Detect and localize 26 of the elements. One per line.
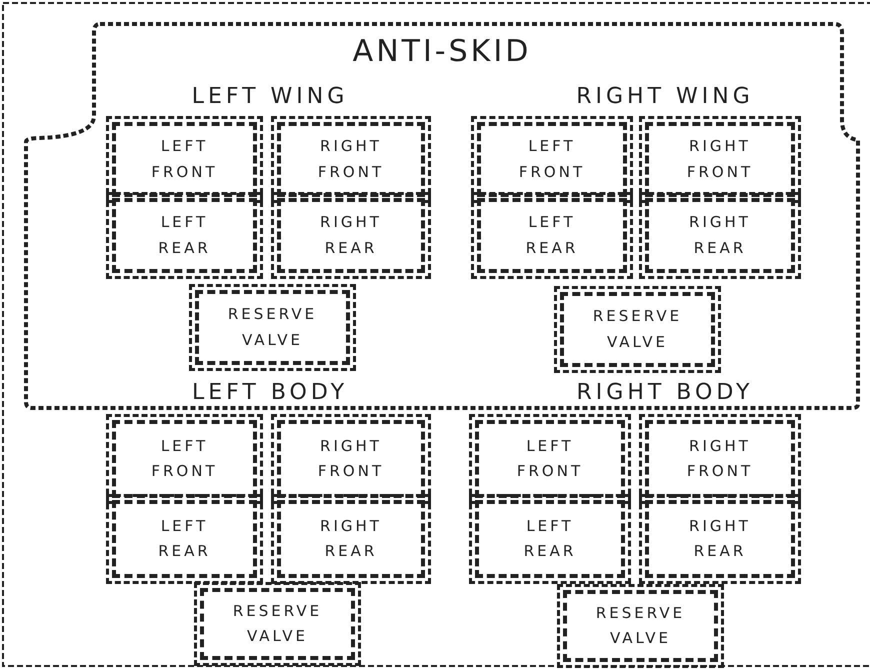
group-heading: LEFT BODY xyxy=(192,380,348,405)
box-label: RIGHT FRONT xyxy=(316,136,386,182)
group-heading: RIGHT WING xyxy=(576,84,754,109)
box-label: LEFT FRONT xyxy=(150,136,219,182)
box-label: LEFT FRONT xyxy=(516,436,584,482)
box-label: RESERVE VALVE xyxy=(232,600,324,647)
box-label: LEFT FRONT xyxy=(518,136,586,182)
group-heading: LEFT WING xyxy=(192,84,348,109)
box-label: RESERVE VALVE xyxy=(592,306,684,352)
box-label: RIGHT REAR xyxy=(688,212,752,258)
box-label: RIGHT FRONT xyxy=(686,136,754,182)
box-label: LEFT REAR xyxy=(524,212,580,258)
box-label: RIGHT REAR xyxy=(319,516,383,562)
group-heading: RIGHT BODY xyxy=(576,380,754,405)
box-label: RIGHT FRONT xyxy=(316,436,386,482)
box-label: RESERVE VALVE xyxy=(594,602,686,649)
box-label: RIGHT REAR xyxy=(319,212,383,258)
box-label: RESERVE VALVE xyxy=(226,304,318,350)
box-label: LEFT REAR xyxy=(157,516,212,562)
box-label: LEFT REAR xyxy=(522,516,578,562)
box-label: RIGHT FRONT xyxy=(686,436,754,482)
panel-outline xyxy=(22,20,862,412)
panel-title: ANTI-SKID xyxy=(352,34,532,69)
box-label: RIGHT REAR xyxy=(688,516,752,562)
box-label: LEFT REAR xyxy=(157,212,212,258)
box-label: LEFT FRONT xyxy=(150,436,219,482)
